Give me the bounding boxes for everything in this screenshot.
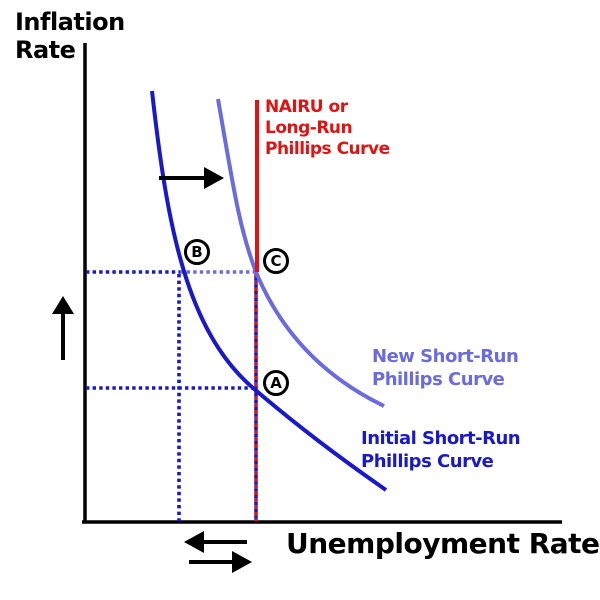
y-axis-title-line1: Inflation (15, 8, 125, 36)
new-label-line2: Phillips Curve (372, 369, 505, 390)
y-axis-title-line2: Rate (15, 36, 76, 64)
unemployment-left-arrow-icon (184, 531, 247, 553)
x-axis-title: Unemployment Rate (286, 527, 600, 560)
initial-short-run-phillips-curve (150, 90, 388, 492)
initial-short-run-curve-label: Initial Short-Run Phillips Curve (361, 427, 521, 473)
nairu-label-line3: Phillips Curve (265, 139, 390, 159)
point-b-marker: B (184, 239, 210, 265)
point-a-marker: A (263, 370, 289, 396)
new-label-line1: New Short-Run (372, 346, 519, 367)
nairu-curve-label: NAIRU or Long-Run Phillips Curve (265, 97, 390, 160)
shift-right-arrow-icon (159, 167, 224, 189)
initial-label-line2: Phillips Curve (361, 451, 494, 472)
nairu-label-line1: NAIRU or (265, 97, 348, 117)
unemployment-right-arrow-icon (189, 551, 252, 573)
initial-label-line1: Initial Short-Run (361, 428, 521, 449)
y-axis-title: Inflation Rate (15, 8, 125, 64)
point-c-marker: C (263, 248, 289, 274)
inflation-up-arrow-icon (52, 296, 74, 360)
nairu-label-line2: Long-Run (265, 118, 353, 138)
new-short-run-curve-label: New Short-Run Phillips Curve (372, 345, 519, 391)
